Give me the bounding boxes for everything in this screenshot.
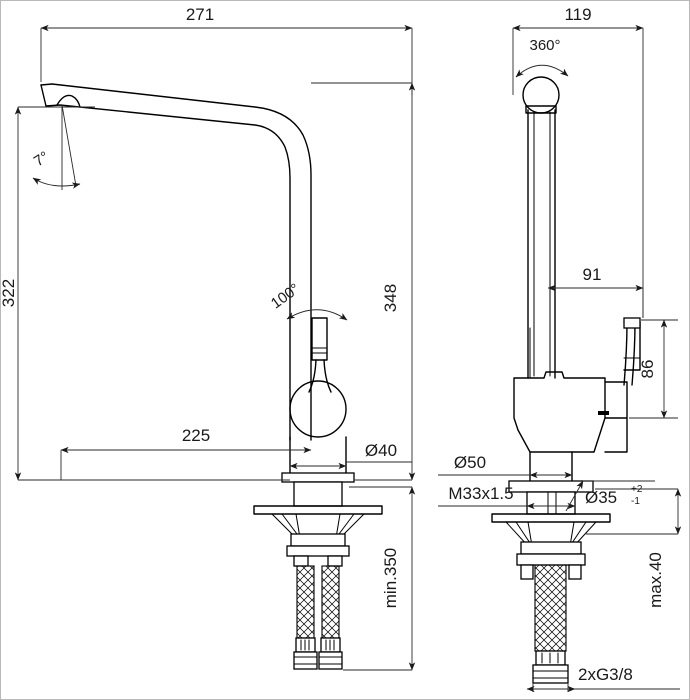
dim-diameter-40-label: Ø40 xyxy=(365,441,397,460)
dim-322-label: 322 xyxy=(0,279,18,307)
angle-7-degrees: 7° xyxy=(31,104,81,190)
dim-diameter-35-tol-upper: +2 xyxy=(631,484,643,495)
angle-360-degrees: 360° xyxy=(515,37,569,78)
hose-hex-nut xyxy=(532,664,569,684)
dim-thread-m33-label: M33x1.5 xyxy=(448,484,513,503)
left-view-front-elevation: 271 322 348 225 Ø40 xyxy=(0,5,416,671)
dim-diameter-35-tol-lower: -1 xyxy=(631,496,640,507)
dim-connection-g38: 2xG3/8 xyxy=(526,665,680,693)
dim-348-label: 348 xyxy=(381,284,400,312)
dim-diameter-50: Ø50 xyxy=(438,453,573,479)
dim-91-label: 91 xyxy=(583,265,602,284)
braided-hose-right xyxy=(321,565,340,639)
dim-86-label: 86 xyxy=(638,360,657,379)
dim-diameter-40: Ø40 xyxy=(289,441,412,470)
braided-hose-left xyxy=(296,565,315,639)
angle-360-label: 360° xyxy=(529,37,560,54)
braided-hose-side xyxy=(534,564,567,652)
angle-100-label: 100° xyxy=(268,280,303,312)
dim-connection-g38-label: 2xG3/8 xyxy=(578,665,633,684)
mounting-assembly-right xyxy=(491,480,611,684)
base-flange xyxy=(281,472,355,483)
angle-100-degrees: 100° xyxy=(268,280,348,321)
lever-knob xyxy=(623,317,641,329)
dim-86: 86 xyxy=(629,319,678,419)
dim-348: 348 xyxy=(311,82,416,481)
right-view-side-elevation: 119 360° 91 86 Ø50 M xyxy=(438,5,682,693)
threaded-shank xyxy=(526,491,576,515)
indicator-mark xyxy=(598,411,609,415)
dim-271-label: 271 xyxy=(186,5,214,24)
dim-min-350-label: min.350 xyxy=(381,548,400,608)
dim-max-40-label: max.40 xyxy=(646,552,665,608)
faucet-body-outline xyxy=(40,83,355,483)
faucet-body-side xyxy=(513,317,641,482)
dim-322: 322 xyxy=(0,106,290,481)
dim-max-40: max.40 xyxy=(586,488,682,608)
dim-diameter-35: Ø35 +2 -1 xyxy=(565,480,655,512)
dim-min-350: min.350 xyxy=(343,486,416,671)
dim-91: 91 xyxy=(547,265,644,318)
dim-225-label: 225 xyxy=(182,426,210,445)
spout-swivel-cap xyxy=(522,76,560,114)
dim-diameter-50-label: Ø50 xyxy=(454,453,486,472)
angle-7-label: 7° xyxy=(31,148,52,170)
dim-225: 225 xyxy=(60,426,312,480)
lever-handle xyxy=(311,317,328,361)
spout-column-side xyxy=(522,76,560,379)
dim-119-label: 119 xyxy=(564,5,591,24)
dim-119: 119 xyxy=(512,5,644,318)
dim-diameter-35-label: Ø35 xyxy=(585,488,617,507)
mounting-assembly-left xyxy=(253,481,383,670)
dim-271: 271 xyxy=(40,5,413,95)
dim-thread-m33: M33x1.5 xyxy=(438,484,576,510)
cartridge-ball xyxy=(289,380,347,438)
